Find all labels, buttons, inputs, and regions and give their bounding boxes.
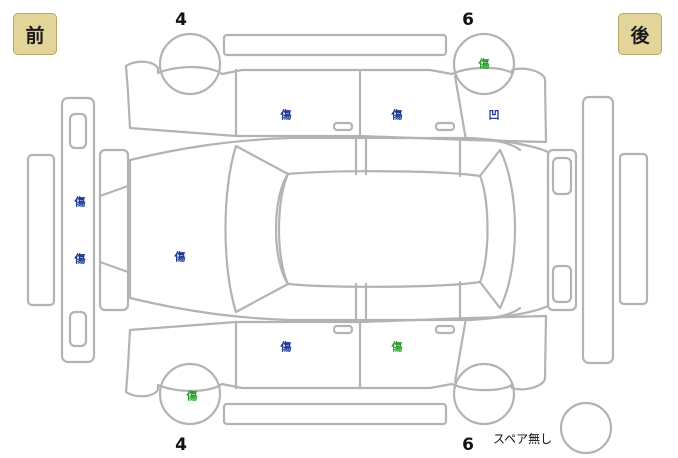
damage-mark-bottom-rear-door: 傷 — [391, 340, 403, 354]
top-cabin-line — [234, 68, 468, 142]
plan-view — [26, 95, 649, 365]
top-rear-handle — [434, 121, 456, 132]
bottom-rear-wheel — [452, 362, 516, 426]
rear-bottom-light — [551, 264, 573, 304]
rear-label: 後 — [618, 13, 662, 55]
rear-plate — [618, 152, 649, 306]
bottom-front-handle — [332, 324, 354, 335]
damage-mark-top-rear-wheel: 傷 — [478, 57, 490, 71]
front-label: 前 — [13, 13, 57, 55]
top-side-step — [222, 33, 448, 57]
rear-panel — [546, 148, 578, 312]
damage-mark-top-rear-door: 傷 — [391, 108, 403, 122]
rear-top-light — [551, 156, 573, 196]
bottom-cabin-line — [234, 316, 468, 390]
top-body-outline — [124, 60, 548, 144]
bottom-side-view — [124, 306, 548, 426]
damage-mark-front-bumper-upper: 傷 — [74, 195, 86, 209]
plan-pillar-lines — [354, 138, 462, 320]
front-grille — [98, 148, 130, 312]
top-front-wheel — [158, 32, 222, 96]
bottom-front-wheel — [158, 362, 222, 426]
rear-bumper — [581, 95, 615, 365]
front-bumper-top-light — [68, 112, 88, 150]
bottom-roof-line — [468, 306, 522, 320]
damage-mark-hood: 傷 — [174, 250, 186, 264]
plan-windshield — [224, 144, 290, 314]
damage-mark-front-bumper-lower: 傷 — [74, 252, 86, 266]
plan-rear-window — [478, 148, 517, 310]
front-bumper — [60, 96, 96, 364]
top-rear-wheel — [452, 32, 516, 96]
damage-mark-top-rear-quarter: 凹 — [488, 108, 500, 122]
plan-roof — [277, 170, 489, 288]
tire-number-rear-bottom: 6 — [462, 435, 474, 455]
tire-number-front-top: 4 — [175, 10, 187, 30]
damage-mark-bottom-front-wheel: 傷 — [186, 389, 198, 403]
damage-mark-top-front-door: 傷 — [280, 108, 292, 122]
front-plate — [26, 153, 56, 307]
spare-label: スペア無し — [493, 432, 553, 446]
damage-mark-bottom-front-door: 傷 — [280, 340, 292, 354]
bottom-body-outline — [124, 314, 548, 398]
top-side-view — [124, 32, 548, 152]
tire-number-rear-top: 6 — [462, 10, 474, 30]
spare-tire — [559, 401, 613, 455]
top-front-handle — [332, 121, 354, 132]
bottom-rear-handle — [434, 324, 456, 335]
front-bumper-bottom-light — [68, 310, 88, 348]
tire-number-front-bottom: 4 — [175, 435, 187, 455]
front-grille-lines — [98, 184, 130, 274]
plan-body-outline — [128, 136, 550, 322]
bottom-side-step — [222, 402, 448, 426]
top-roof-line — [468, 138, 522, 152]
